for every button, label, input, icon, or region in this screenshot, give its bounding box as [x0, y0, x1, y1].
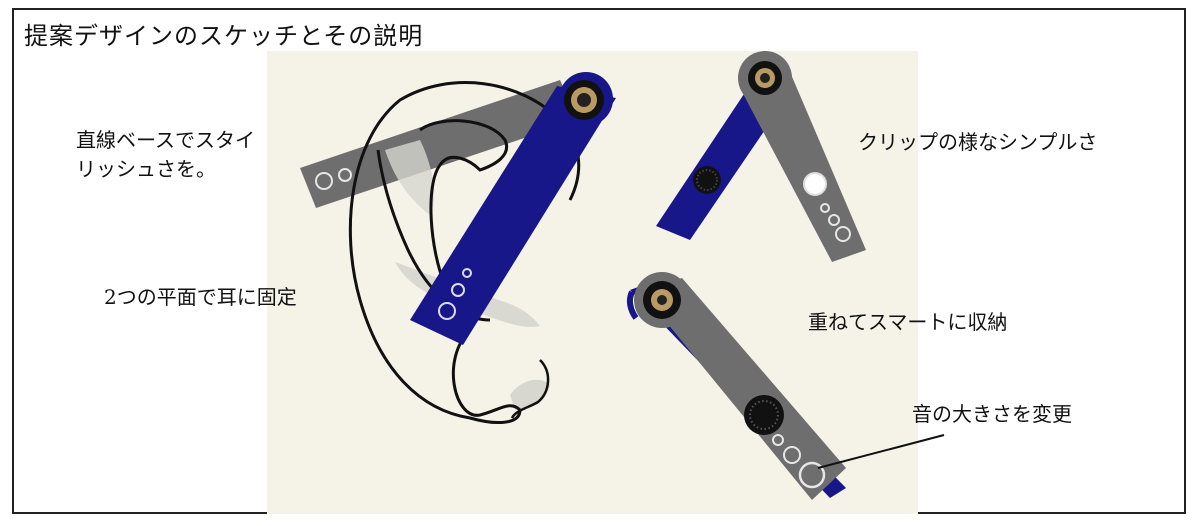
earpiece-center	[577, 93, 591, 107]
clip-button-medium	[828, 214, 840, 226]
annotation-line: リッシュさを。	[76, 157, 216, 181]
volume-button-large	[798, 461, 826, 489]
ear-lobe-outline	[510, 359, 550, 419]
clip-button-white	[803, 172, 827, 196]
ear-shading	[385, 140, 435, 215]
annotation-two-planes: 2つの平面で耳に固定	[104, 285, 297, 309]
annotation-straight-lines: 直線ベースでスタイ リッシュさを。	[76, 126, 255, 184]
volume-button-medium	[783, 446, 801, 464]
gray-arm-hole	[315, 172, 333, 190]
open-clip-earphone	[656, 51, 866, 262]
annotation-stack: 重ねてスマートに収納	[808, 310, 1008, 334]
blue-arm-button-medium	[451, 283, 465, 297]
clip-blue-arm	[656, 88, 788, 240]
annotation-clip: クリップの様なシンプルさ	[858, 130, 1098, 154]
ear-shading	[510, 379, 550, 410]
annotation-line: 直線ベースでスタイ	[76, 128, 255, 152]
blue-front-arm	[410, 86, 616, 345]
clip-button-small	[820, 203, 830, 213]
clip-mic-mesh-pattern	[696, 169, 718, 191]
gray-back-arm	[300, 80, 578, 208]
clip-button-large	[835, 226, 851, 242]
annotation-volume: 音の大きさを変更	[912, 402, 1072, 426]
stacked-gray-arm	[640, 278, 846, 500]
gray-arm-hole	[338, 168, 352, 182]
volume-leader-line	[817, 434, 945, 469]
blue-arm-button-large	[438, 302, 456, 320]
stacked-mic-mesh-pattern	[749, 400, 779, 430]
stacked-blue-arm-tip	[626, 290, 639, 320]
volume-button-small	[772, 434, 784, 446]
stacked-earpiece-center	[657, 295, 667, 305]
ear-outline	[348, 81, 581, 424]
figure-title: 提案デザインのスケッチとその説明	[24, 22, 424, 50]
blue-arm-button-small	[462, 268, 472, 278]
clip-earpiece-center	[760, 73, 770, 83]
stacked-earphone	[626, 272, 945, 500]
ear-mounted-earphone	[300, 72, 616, 424]
